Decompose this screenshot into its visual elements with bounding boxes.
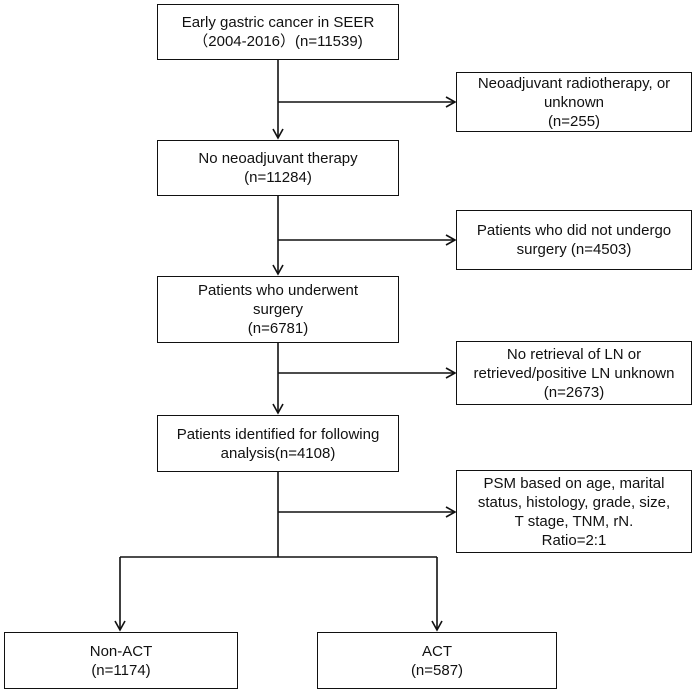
- box-act: ACT (n=587): [317, 632, 557, 689]
- box-act-line-2: (n=587): [410, 661, 464, 679]
- box-excl-no-surgery-line-1: Patients who did not undergo: [476, 222, 672, 239]
- box-excl-neoadjuvant: Neoadjuvant radiotherapy, or unknown (n=…: [456, 72, 692, 132]
- box-identified-line-2: analysis(n=4108): [220, 444, 336, 462]
- box-act-line-1: ACT: [422, 642, 452, 660]
- box-psm-line-1: PSM based on age, marital: [483, 474, 665, 492]
- box-underwent-surgery-line-2: surgery: [252, 301, 304, 318]
- box-psm-line-4: Ratio=2:1: [541, 531, 607, 549]
- box-underwent-surgery-line-1: Patients who underwent: [197, 282, 359, 299]
- box-non-act-line-1: Non-ACT: [89, 642, 153, 660]
- box-no-neoadjuvant-line-2: (n=11284): [244, 169, 312, 186]
- box-seer-line-1: Early gastric cancer in SEER: [181, 14, 375, 31]
- box-psm-line-2: status, histology, grade, size,: [477, 493, 671, 511]
- box-excl-neoadjuvant-line-1: Neoadjuvant radiotherapy, or: [477, 74, 671, 92]
- box-psm: PSM based on age, marital status, histol…: [456, 470, 692, 553]
- box-excl-no-ln-line-2: retrieved/positive LN unknown: [473, 364, 675, 382]
- box-underwent-surgery: Patients who underwent surgery (n=6781): [157, 276, 399, 343]
- box-no-neoadjuvant-line-1: No neoadjuvant therapy: [198, 150, 358, 167]
- box-psm-line-3: T stage, TNM, rN.: [514, 512, 634, 530]
- box-seer-line-2: （2004-2016）(n=11539): [193, 33, 363, 50]
- box-seer: Early gastric cancer in SEER （2004-2016）…: [157, 4, 399, 60]
- box-excl-neoadjuvant-line-2: unknown: [543, 93, 605, 111]
- box-identified-line-1: Patients identified for following: [176, 425, 380, 443]
- box-underwent-surgery-line-3: (n=6781): [247, 320, 309, 337]
- box-excl-no-surgery-line-2: surgery (n=4503): [516, 241, 632, 258]
- box-excl-no-ln-line-1: No retrieval of LN or: [506, 345, 642, 363]
- box-excl-no-ln-line-3: (n=2673): [543, 383, 605, 401]
- box-non-act: Non-ACT (n=1174): [4, 632, 238, 689]
- box-excl-neoadjuvant-line-3: (n=255): [547, 112, 601, 130]
- box-excl-no-surgery: Patients who did not undergo surgery (n=…: [456, 210, 692, 270]
- box-no-neoadjuvant: No neoadjuvant therapy (n=11284): [157, 140, 399, 196]
- box-excl-no-ln: No retrieval of LN or retrieved/positive…: [456, 341, 692, 405]
- box-non-act-line-2: (n=1174): [91, 661, 151, 679]
- box-identified: Patients identified for following analys…: [157, 415, 399, 472]
